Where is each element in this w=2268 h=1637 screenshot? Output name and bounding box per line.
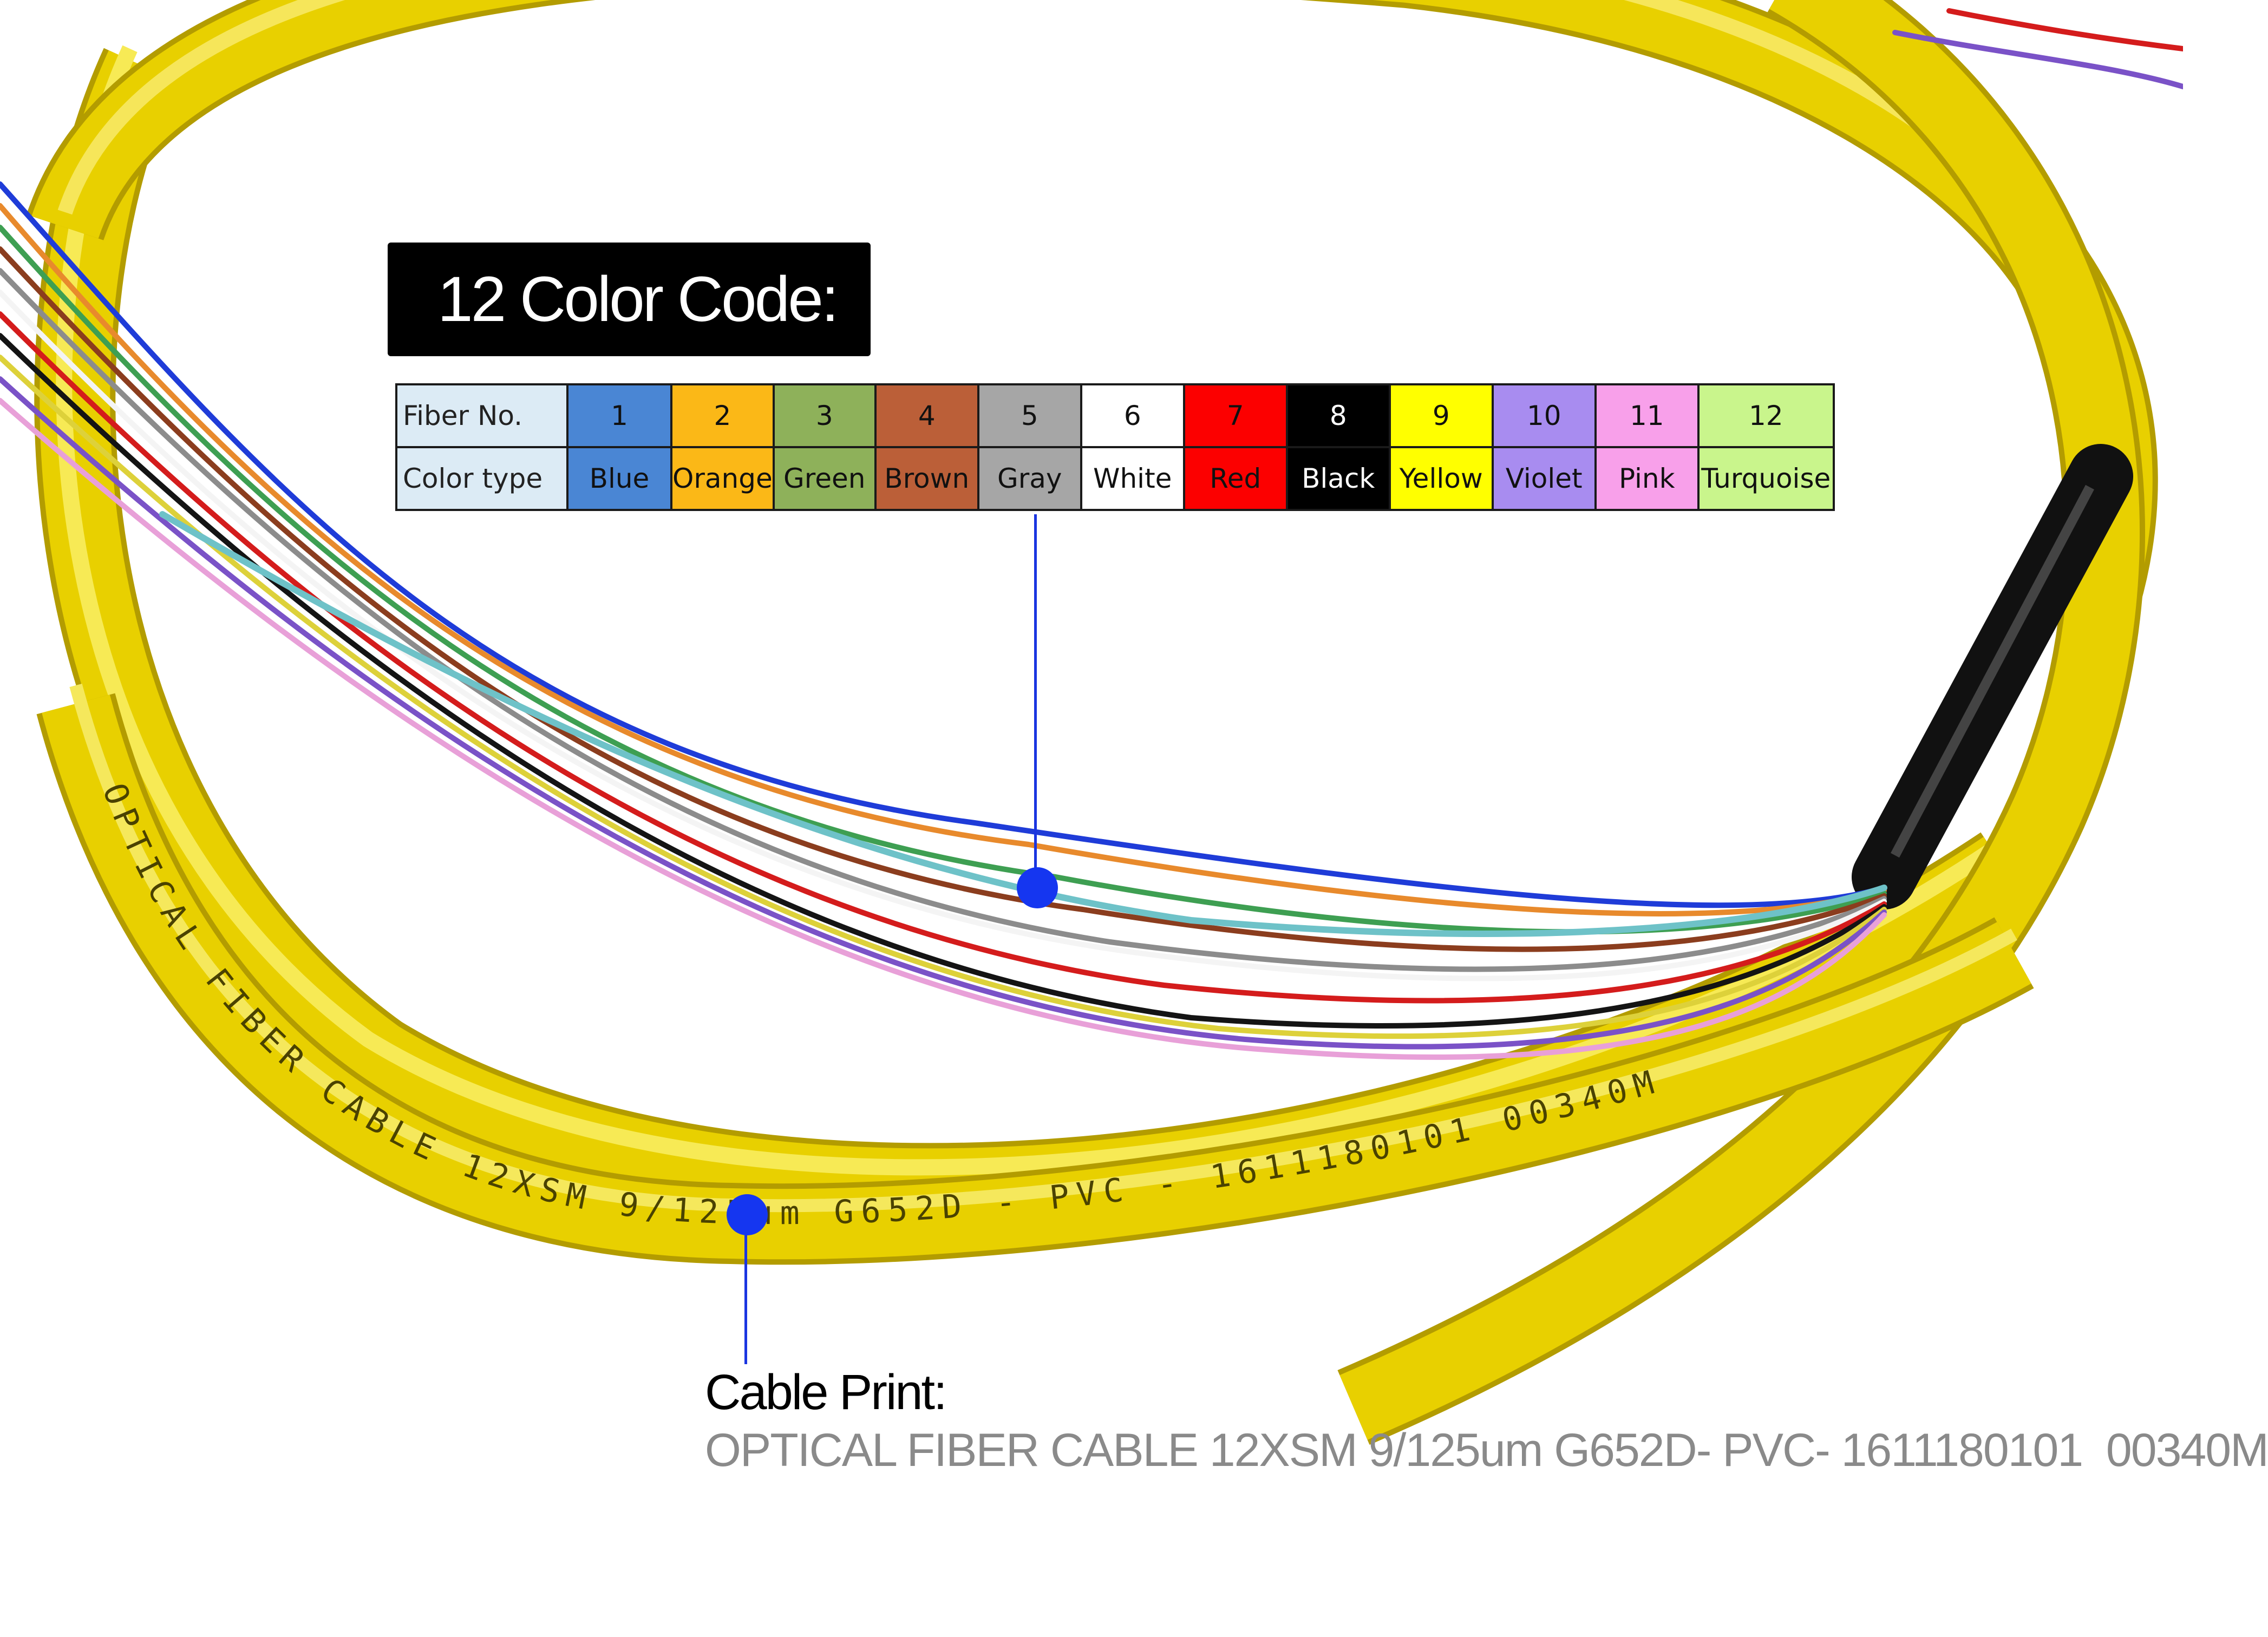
color-type-cell: Green	[772, 446, 877, 511]
color-type-row: Color type Blue Orange Green Brown Gray …	[395, 446, 1835, 511]
fiber-number-cell: 1	[566, 383, 672, 448]
color-type-cell: White	[1080, 446, 1185, 511]
fiber-number-cell: 2	[670, 383, 775, 448]
color-type-cell: Pink	[1594, 446, 1700, 511]
fiber-number-cell: 5	[977, 383, 1082, 448]
fiber-number-cell: 6	[1080, 383, 1185, 448]
color-type-cell: Orange	[670, 446, 775, 511]
color-code-title: 12 Color Code:	[388, 243, 871, 356]
color-type-cell: Yellow	[1388, 446, 1494, 511]
fiber-number-row: Fiber No. 1 2 3 4 5 6 7 8 9 10 11 12	[395, 383, 1835, 448]
fiber-number-cell: 12	[1697, 383, 1835, 448]
fiber-number-cell: 11	[1594, 383, 1700, 448]
fiber-number-cell: 4	[874, 383, 979, 448]
color-type-cell: Gray	[977, 446, 1082, 511]
gray-fiber-callout-dot	[1017, 867, 1058, 908]
color-type-header: Color type	[395, 446, 568, 511]
cable-print-callout-dot	[727, 1194, 768, 1235]
color-code-title-text: 12 Color Code:	[437, 264, 839, 335]
color-type-cell: Blue	[566, 446, 672, 511]
gray-fiber-callout-line	[1034, 514, 1037, 888]
color-type-cell: Turquoise	[1697, 446, 1835, 511]
fiber-number-cell: 10	[1491, 383, 1597, 448]
fiber-number-header: Fiber No.	[395, 383, 568, 448]
cable-print-text: OPTICAL FIBER CABLE 12XSM 9/125um G652D-…	[705, 1424, 2268, 1476]
fiber-number-cell: 3	[772, 383, 877, 448]
fiber-number-cell: 9	[1388, 383, 1494, 448]
color-type-cell: Black	[1285, 446, 1391, 511]
color-type-cell: Violet	[1491, 446, 1597, 511]
cable-print-label: Cable Print:	[705, 1365, 947, 1420]
fiber-number-cell: 8	[1285, 383, 1391, 448]
fiber-number-cell: 7	[1182, 383, 1288, 448]
color-type-cell: Red	[1182, 446, 1288, 511]
color-type-cell: Brown	[874, 446, 979, 511]
cable-print-callout-line	[744, 1218, 747, 1364]
color-code-table: Fiber No. 1 2 3 4 5 6 7 8 9 10 11 12 Col…	[395, 383, 1835, 511]
cable-photo: OPTICAL FIBER CABLE 12XSM 9/125um G652D …	[0, 0, 2183, 1445]
